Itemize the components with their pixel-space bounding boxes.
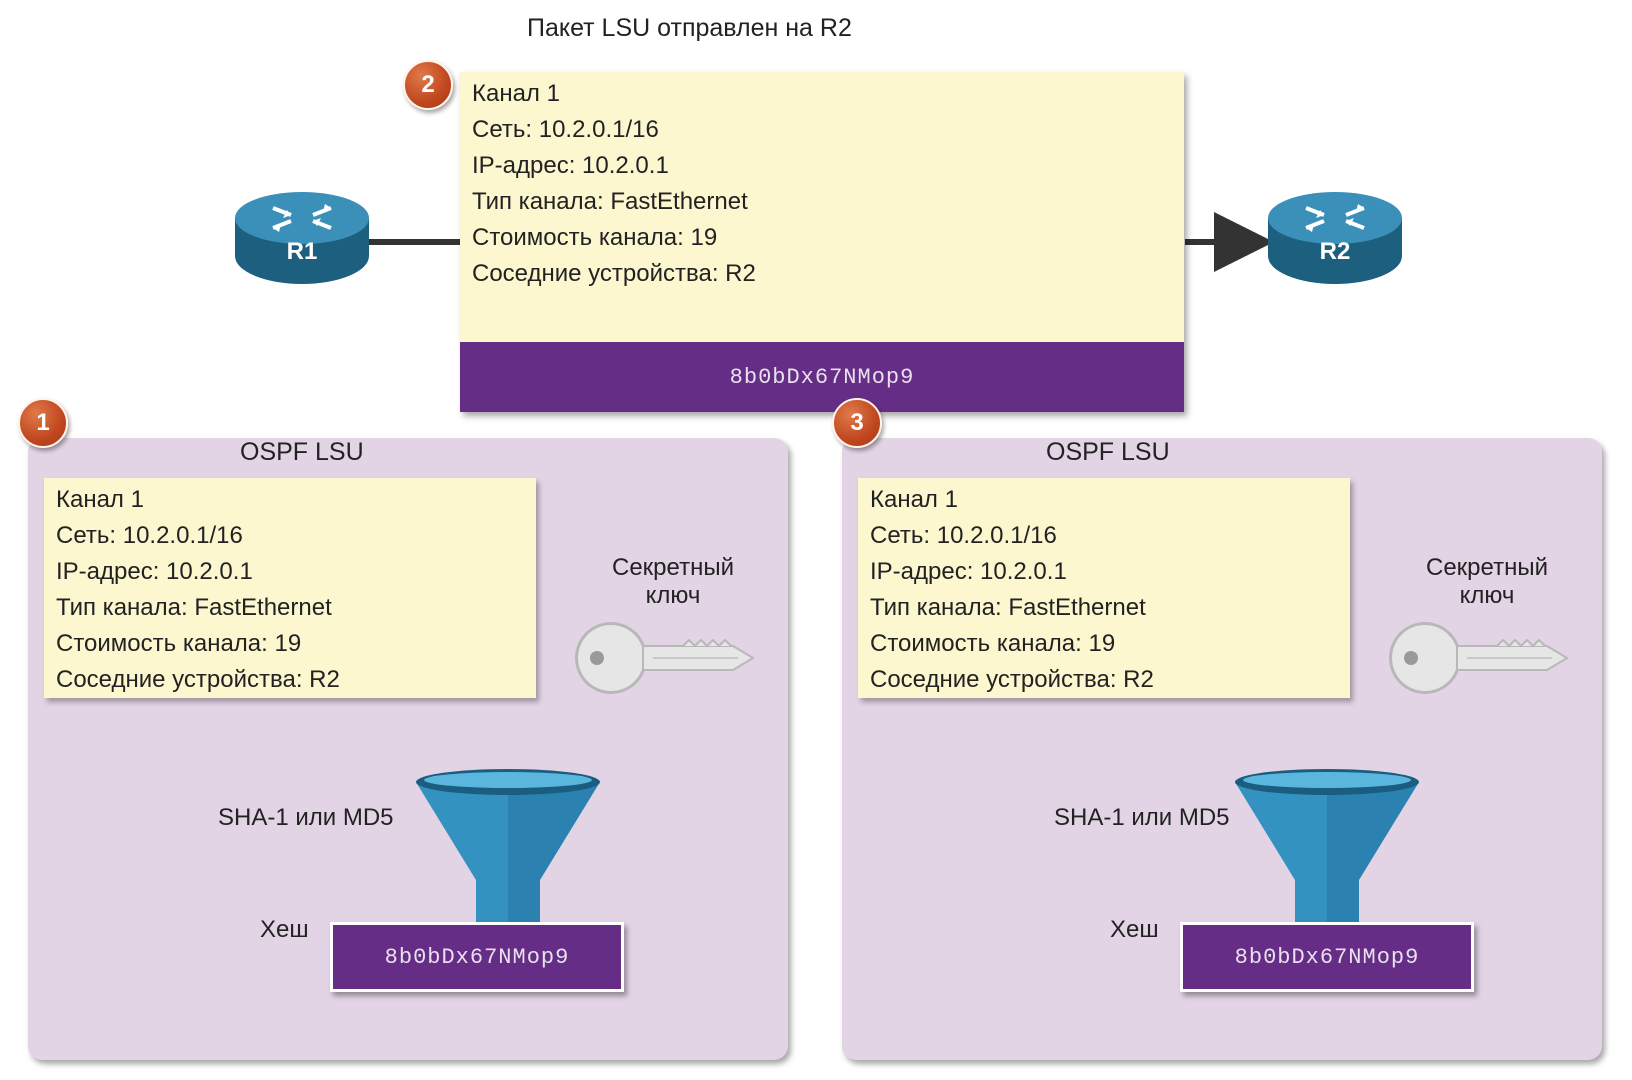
packet-info: Канал 1 Сеть: 10.2.0.1/16 IP-адрес: 10.2…: [460, 72, 1184, 342]
info-line: IP-адрес: 10.2.0.1: [56, 558, 253, 585]
packet-line: Стоимость канала: 19: [472, 224, 718, 251]
info-line: Канал 1: [870, 486, 958, 513]
info-line: IP-адрес: 10.2.0.1: [870, 558, 1067, 585]
router-r1: R1: [233, 190, 371, 286]
receiver-hash: 8b0bDx67NMop9: [1180, 922, 1474, 992]
router-label-r1: R1: [286, 238, 318, 265]
algo-label: SHA-1 или MD5: [218, 804, 394, 831]
sender-info: Канал 1 Сеть: 10.2.0.1/16 IP-адрес: 10.2…: [44, 478, 536, 698]
packet-hash: 8b0bDx67NMop9: [460, 342, 1184, 412]
key-label-line-1: Секретный: [612, 554, 734, 581]
key-icon: [1389, 622, 1569, 694]
key-label: Секретный ключ: [1402, 554, 1572, 610]
router-icon: [1268, 192, 1402, 284]
info-line: Тип канала: FastEthernet: [870, 594, 1146, 621]
key-label-line-2: ключ: [645, 582, 701, 609]
key-icon: [575, 622, 755, 694]
packet-line: Канал 1: [472, 80, 560, 107]
router-icon: [235, 192, 369, 284]
sender-hash: 8b0bDx67NMop9: [330, 922, 624, 992]
info-line: Соседние устройства: R2: [56, 666, 340, 693]
hash-label: Хеш: [260, 916, 309, 943]
packet-line: Сеть: 10.2.0.1/16: [472, 116, 659, 143]
funnel-icon: [416, 769, 600, 942]
info-line: Стоимость канала: 19: [870, 630, 1116, 657]
page-title: Пакет LSU отправлен на R2: [527, 14, 852, 42]
info-line: Тип канала: FastEthernet: [56, 594, 332, 621]
packet-line: Соседние устройства: R2: [472, 260, 756, 287]
packet-line: Тип канала: FastEthernet: [472, 188, 748, 215]
router-label-r2: R2: [1319, 238, 1351, 265]
hash-label: Хеш: [1110, 916, 1159, 943]
info-line: Канал 1: [56, 486, 144, 513]
key-label-line-2: ключ: [1459, 582, 1515, 609]
panel-title: OSPF LSU: [240, 438, 364, 466]
key-label-line-1: Секретный: [1426, 554, 1548, 581]
info-line: Соседние устройства: R2: [870, 666, 1154, 693]
step-badge-2: 2: [403, 60, 453, 110]
key-label: Секретный ключ: [588, 554, 758, 610]
info-line: Сеть: 10.2.0.1/16: [56, 522, 243, 549]
step-badge-3: 3: [832, 398, 882, 448]
panel-sender: OSPF LSU Канал 1 Сеть: 10.2.0.1/16 IP-ад…: [28, 438, 788, 1060]
packet-line: IP-адрес: 10.2.0.1: [472, 152, 669, 179]
info-line: Стоимость канала: 19: [56, 630, 302, 657]
panel-title: OSPF LSU: [1046, 438, 1170, 466]
receiver-info: Канал 1 Сеть: 10.2.0.1/16 IP-адрес: 10.2…: [858, 478, 1350, 698]
router-r2: R2: [1266, 190, 1404, 286]
funnel-icon: [1235, 769, 1419, 942]
lsu-packet: Канал 1 Сеть: 10.2.0.1/16 IP-адрес: 10.2…: [460, 72, 1184, 412]
algo-label: SHA-1 или MD5: [1054, 804, 1230, 831]
step-badge-1: 1: [18, 398, 68, 448]
panel-receiver: OSPF LSU Канал 1 Сеть: 10.2.0.1/16 IP-ад…: [842, 438, 1602, 1060]
info-line: Сеть: 10.2.0.1/16: [870, 522, 1057, 549]
